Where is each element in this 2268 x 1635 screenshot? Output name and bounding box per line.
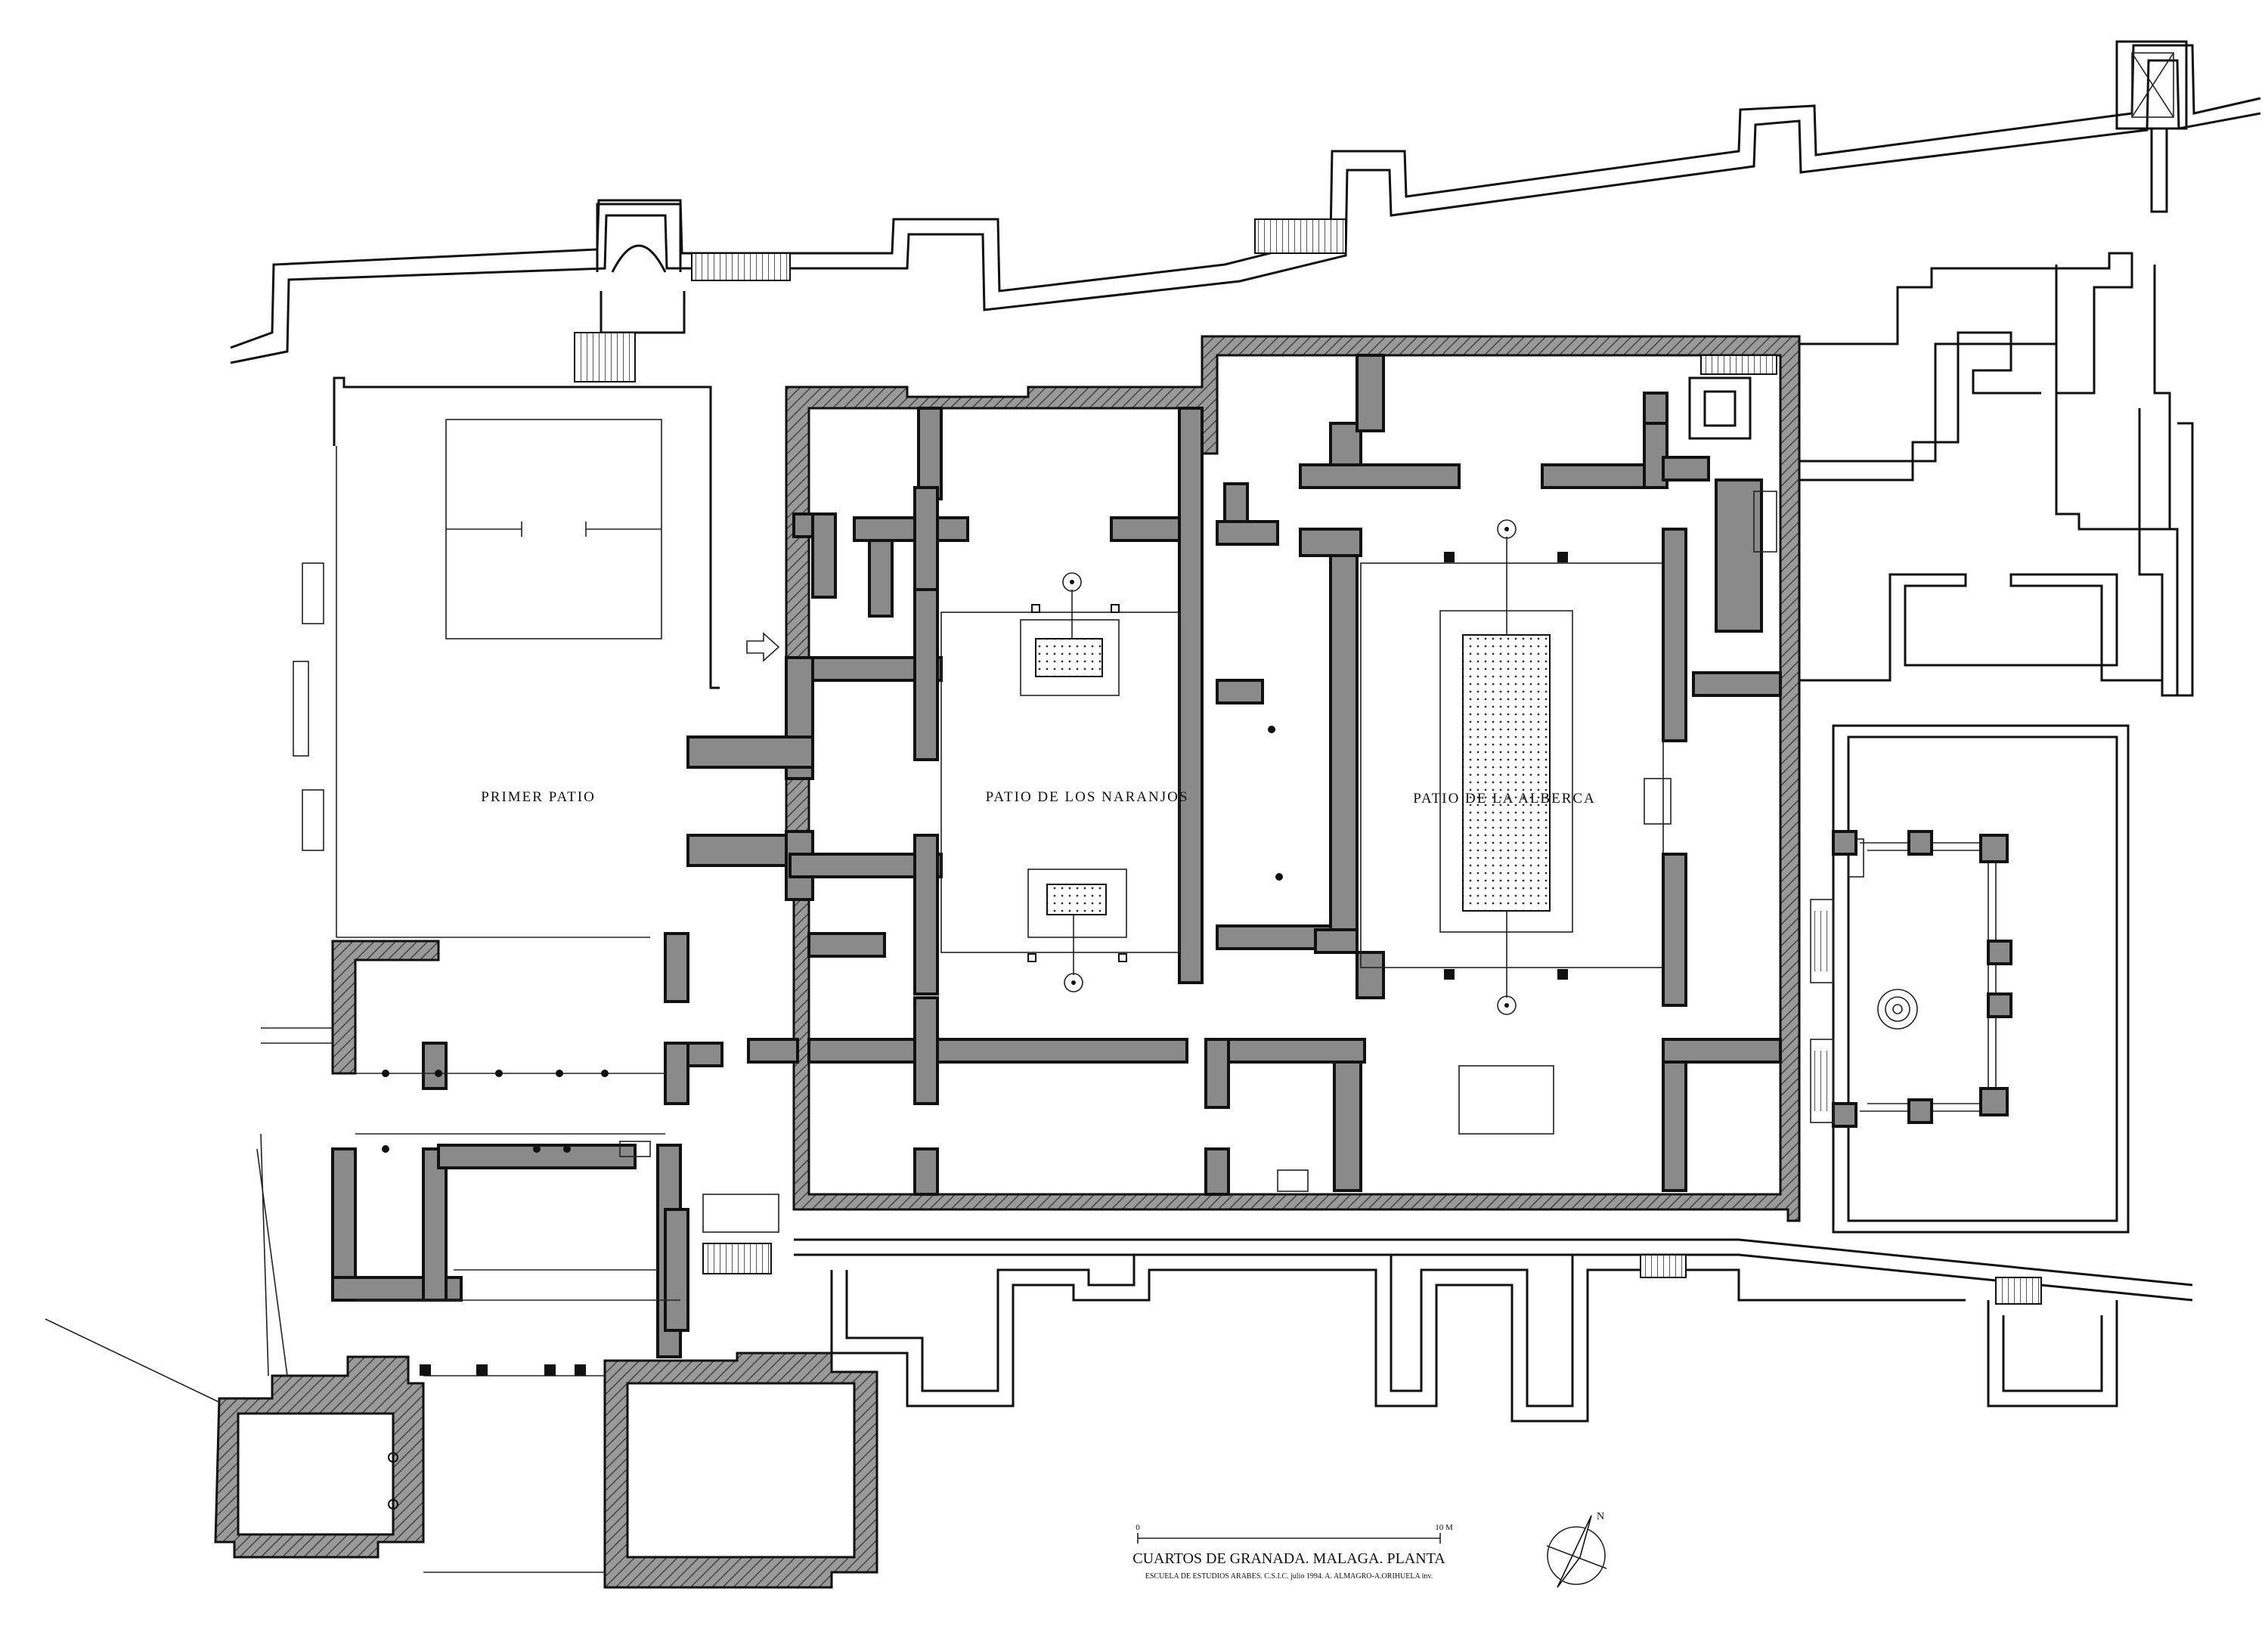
scale-start: 0 [1136,1523,1140,1532]
primer-patio [293,376,720,938]
city-wall-north [230,40,2261,364]
drawing-credit: ESCUELA DE ESTUDIOS ARABES. C.S.I.C. jul… [1145,1572,1433,1581]
drawing-title: CUARTOS DE GRANADA. MALAGA. PLANTA [1132,1550,1445,1567]
middle-galleries [1204,422,1461,1196]
scale-end: 10 M [1435,1523,1453,1532]
city-wall-south [794,1238,2193,1423]
north-label: N [1597,1511,1604,1522]
label-primer-patio: PRIMER PATIO [481,789,596,805]
southwest-wing [261,932,799,1358]
fountain-basin-north [1035,638,1103,677]
stairs-north-1 [574,332,636,382]
patio-alberca [1299,354,1782,1192]
south-rooms [45,1133,878,1589]
title-block: 0 10 M CUARTOS DE GRANADA. MALAGA. PLANT… [1132,1523,1453,1581]
entrance-arrow [746,632,780,662]
naranjos-block-walls [686,335,1801,1222]
label-patio-alberca: PATIO DE LA ALBERCA [1413,791,1596,807]
east-ruins [1799,252,2194,697]
alberca-pool [1462,634,1551,912]
arched-tower [596,203,686,334]
stairs-north-2 [691,252,791,281]
label-patio-naranjos: PATIO DE LOS NARANJOS [986,789,1189,805]
east-courtyard [1810,724,2130,1234]
stairs-north-3 [1254,218,1346,254]
north-arrow: N [1546,1511,1607,1588]
patio-naranjos [940,572,1180,992]
fountain-basin-south [1046,884,1107,915]
